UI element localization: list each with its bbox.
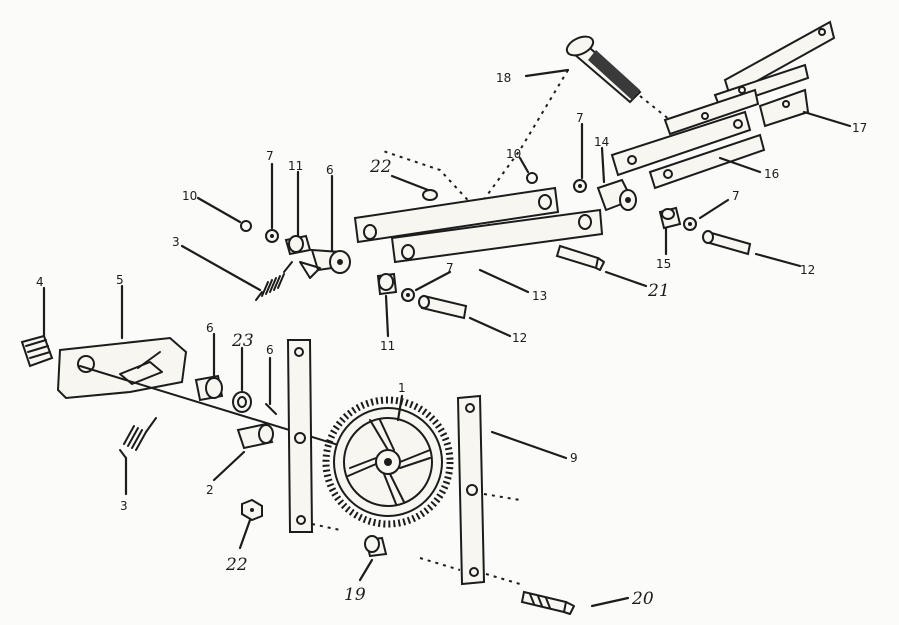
- part-18-roller: [565, 35, 671, 121]
- label-7a: 7: [266, 149, 274, 163]
- part-labels: 4 5 6 23 6 3 2 1 9 22 19 20 3 10 7 11 6 …: [36, 71, 867, 609]
- label-21: 21: [647, 281, 670, 301]
- label-22a: 22: [369, 157, 392, 177]
- frame-dots-bottom: [419, 557, 461, 571]
- leader-lines: [42, 68, 852, 608]
- label-6b: 6: [266, 343, 274, 357]
- part-6-lever-upper: [299, 248, 351, 279]
- label-9: 9: [570, 451, 578, 465]
- part-17-bracket: [663, 20, 836, 136]
- part-22-nut-upper: [422, 189, 438, 201]
- label-3b: 3: [120, 499, 128, 513]
- part-11-spacer-left: [284, 234, 312, 256]
- part-11-spacer-middle: [376, 272, 398, 296]
- part-3-spring-lower: [119, 417, 157, 459]
- label-15: 15: [656, 257, 671, 271]
- label-18: 18: [496, 71, 511, 85]
- label-1: 1: [398, 381, 406, 395]
- label-7d: 7: [732, 189, 740, 203]
- part-14-sleeve: [596, 178, 637, 212]
- cable-dotted-line: [479, 69, 569, 206]
- part-5-side-plate: [56, 336, 188, 400]
- label-5: 5: [116, 273, 124, 287]
- part-23-washer: [232, 391, 252, 413]
- frame-plate-left: [286, 339, 314, 533]
- part-13-link-bars: [353, 186, 604, 264]
- label-6a: 6: [206, 321, 214, 335]
- label-19: 19: [344, 585, 366, 605]
- part-12-pin-middle: [418, 294, 468, 320]
- label-20: 20: [631, 589, 654, 609]
- part-15-bushing: [658, 206, 682, 230]
- label-2: 2: [206, 483, 214, 497]
- part-21-bolt: [555, 244, 605, 271]
- part-10-nut-left: [240, 220, 252, 232]
- part-9-frame-plate-right: [456, 394, 486, 586]
- label-3a: 3: [172, 235, 180, 249]
- label-13: 13: [532, 289, 547, 303]
- label-10a: 10: [182, 189, 197, 203]
- part-12-pin-right: [702, 230, 752, 256]
- label-11b: 11: [380, 339, 395, 353]
- part-2-sleeve: [236, 422, 274, 450]
- label-12b: 12: [800, 263, 815, 277]
- frame-dots-left: [311, 523, 341, 531]
- label-16: 16: [764, 167, 779, 181]
- part-1-gear: [322, 396, 454, 528]
- part-16-plates: [610, 110, 766, 190]
- frame-dots-bottom-right: [485, 573, 521, 585]
- label-10b: 10: [506, 147, 521, 161]
- label-6c: 6: [326, 163, 334, 177]
- label-7c: 7: [446, 261, 454, 275]
- label-4: 4: [36, 275, 44, 289]
- part-6-pin-small: [265, 403, 277, 415]
- label-22b: 22: [225, 555, 248, 575]
- part-3-spring-upper: [255, 261, 293, 301]
- frame-dots-right: [483, 493, 521, 501]
- part-20-bolt: [520, 590, 575, 615]
- label-14: 14: [594, 135, 609, 149]
- label-17: 17: [852, 121, 867, 135]
- label-12a: 12: [512, 331, 527, 345]
- linkage-dotted-line: [379, 149, 501, 236]
- label-23: 23: [231, 331, 254, 351]
- part-4-knob: [20, 334, 54, 368]
- part-10-nut-upper: [526, 172, 538, 184]
- label-11a: 11: [288, 159, 303, 173]
- part-19-bushing: [364, 535, 388, 558]
- part-6-collar-lower: [194, 374, 224, 402]
- label-7b: 7: [576, 111, 584, 125]
